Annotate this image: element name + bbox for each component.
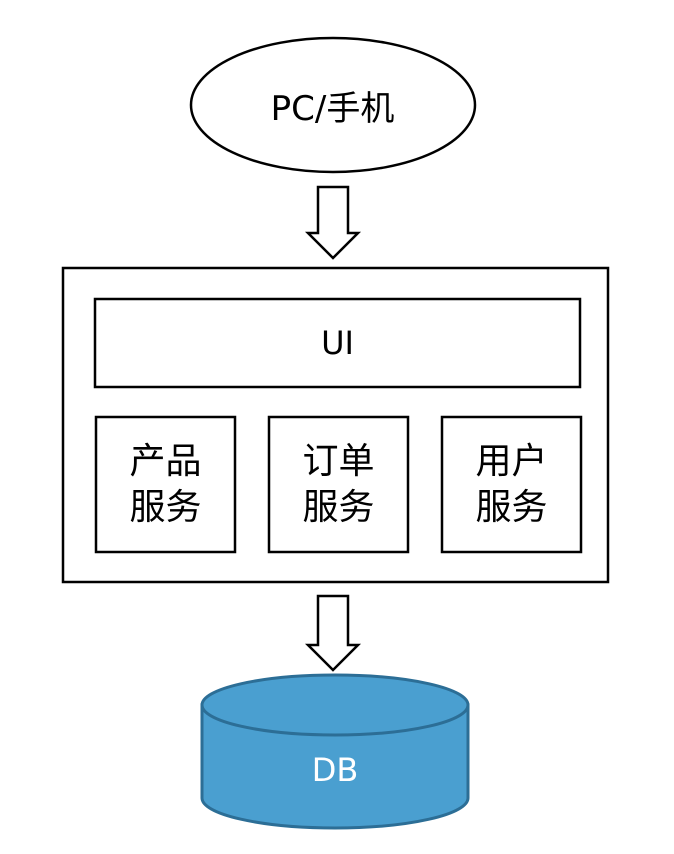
- database-body: [200, 703, 470, 830]
- database-node: [200, 673, 470, 830]
- user-service-box: [440, 415, 583, 554]
- client-label: PC/手机: [270, 88, 395, 129]
- product-service-box: [94, 415, 237, 554]
- arrow-app-to-db: [304, 594, 362, 672]
- user-service-label: 用户 服务: [475, 440, 548, 528]
- client-node: [189, 36, 477, 174]
- product-service-label: 产品 服务: [129, 440, 202, 528]
- order-service-label: 订单 服务: [302, 440, 375, 528]
- database-top: [200, 673, 470, 737]
- arrow-client-to-app: [304, 185, 362, 260]
- database-label: DB: [311, 751, 359, 789]
- ui-layer-label: UI: [321, 324, 354, 362]
- order-service-box: [267, 415, 410, 554]
- ui-layer-box: [93, 297, 582, 389]
